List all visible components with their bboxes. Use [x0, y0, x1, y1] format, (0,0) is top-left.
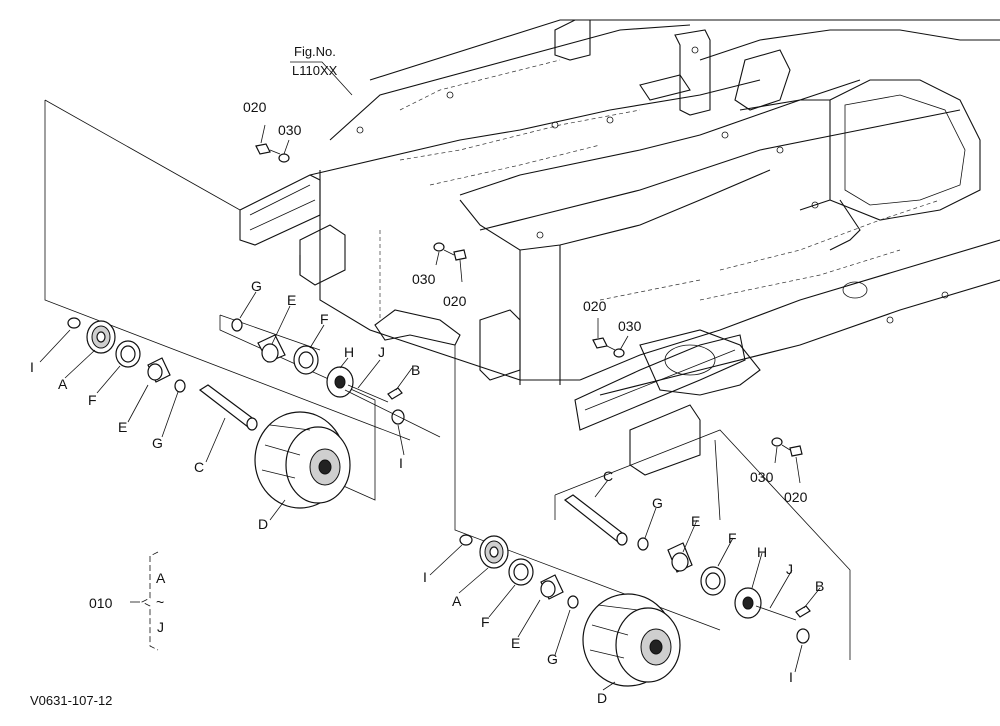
- callout-i-left-a: I: [30, 359, 34, 375]
- callout-g-left-b: G: [251, 278, 262, 294]
- labels: Fig.No. L110XX 020 030 030 020 020 030 0…: [30, 44, 824, 708]
- callout-f-right-b: F: [728, 530, 737, 546]
- callout-i-left-b: I: [399, 455, 403, 471]
- callout-f-left-a: F: [88, 392, 97, 408]
- callout-h-right: H: [757, 544, 767, 560]
- callout-d-left: D: [258, 516, 268, 532]
- figure-ref-line1: Fig.No.: [294, 44, 336, 59]
- callout-d-right: D: [597, 690, 607, 706]
- callout-g-left-a: G: [152, 435, 163, 451]
- legend-from: A: [156, 570, 166, 586]
- callout-f-left-b: F: [320, 311, 329, 327]
- callout-g-right-a: G: [547, 651, 558, 667]
- callout-j-right: J: [786, 561, 793, 577]
- track-frame: [239, 19, 1000, 476]
- assembly-panel-left: [44, 99, 411, 501]
- leader-lines: [39, 61, 821, 691]
- callout-j-left: J: [378, 344, 385, 360]
- callout-h-left: H: [344, 344, 354, 360]
- callout-i-right-b: I: [789, 669, 793, 685]
- callout-020-mid: 020: [443, 293, 467, 309]
- roller-assembly-right: [459, 494, 811, 687]
- callout-f-right-a: F: [481, 614, 490, 630]
- callout-030-lower: 030: [750, 469, 774, 485]
- callout-020-top: 020: [243, 99, 267, 115]
- drawing-code: V0631-107-12: [30, 693, 112, 708]
- callout-030-right: 030: [618, 318, 642, 334]
- legend-number: 010: [89, 595, 113, 611]
- legend-to: J: [157, 619, 164, 635]
- figure-ref-line2: L110XX: [292, 63, 338, 78]
- callout-g-right-b: G: [652, 495, 663, 511]
- callout-e-right-b: E: [691, 513, 700, 529]
- callout-b-left: B: [411, 362, 420, 378]
- callout-i-right-a: I: [423, 569, 427, 585]
- roller-assembly-left: [67, 317, 441, 509]
- callout-030-mid: 030: [412, 271, 436, 287]
- callout-030-top: 030: [278, 122, 302, 138]
- callout-b-right: B: [815, 578, 824, 594]
- callout-e-left-a: E: [118, 419, 127, 435]
- callout-020-right: 020: [583, 298, 607, 314]
- legend-tilde: ~: [156, 594, 164, 610]
- callout-a-left: A: [58, 376, 68, 392]
- callout-e-right-a: E: [511, 635, 520, 651]
- callout-c-right: C: [603, 468, 613, 484]
- bolt-washer-set: [255, 143, 803, 457]
- callout-c-left: C: [194, 459, 204, 475]
- callout-a-right: A: [452, 593, 462, 609]
- callout-e-left-b: E: [287, 292, 296, 308]
- callout-020-lower: 020: [784, 489, 808, 505]
